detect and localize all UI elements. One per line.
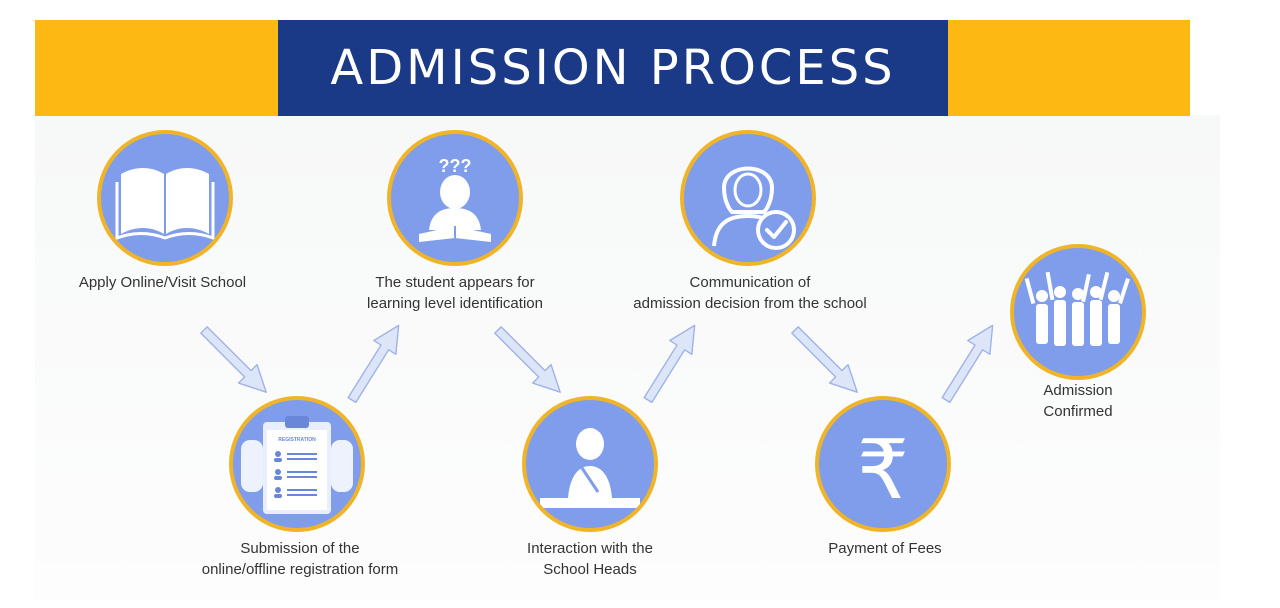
- step-2-circle: REGISTRATION: [229, 396, 365, 532]
- step-3-label: The student appears for learning level i…: [367, 274, 543, 312]
- group-cheering-icon: [1024, 271, 1130, 346]
- step-4-label: Interaction with the School Heads: [527, 540, 653, 578]
- step-7-label: Admission Confirmed: [1043, 382, 1113, 420]
- svg-text:₹: ₹: [857, 423, 909, 518]
- step-2-label: Submission of the online/offline registr…: [201, 540, 399, 578]
- person-check-icon: [712, 166, 796, 250]
- teacher-at-desk-icon: [540, 428, 640, 508]
- svg-text:REGISTRATION: REGISTRATION: [278, 437, 316, 443]
- open-book-icon: [115, 168, 215, 241]
- step-6-label: Payment of Fees: [828, 540, 942, 557]
- step-7-circle: [1010, 244, 1146, 380]
- step-6-circle: ₹: [815, 396, 951, 532]
- registration-clipboard-icon: REGISTRATION: [241, 416, 353, 514]
- step-4-circle: [522, 396, 658, 532]
- page-title: ADMISSION PROCESS: [330, 40, 896, 96]
- student-thinking-icon: ???: [419, 156, 491, 242]
- step-3-circle: ???: [387, 130, 523, 266]
- svg-text:???: ???: [439, 156, 472, 176]
- step-1-circle: [97, 130, 233, 266]
- rupee-icon: ₹: [857, 423, 909, 518]
- step-5-label: Communication of admission decision from…: [633, 274, 867, 312]
- banner-title-block: ADMISSION PROCESS: [278, 20, 948, 116]
- step-5-circle: [680, 130, 816, 266]
- step-1-label: Apply Online/Visit School: [78, 274, 247, 291]
